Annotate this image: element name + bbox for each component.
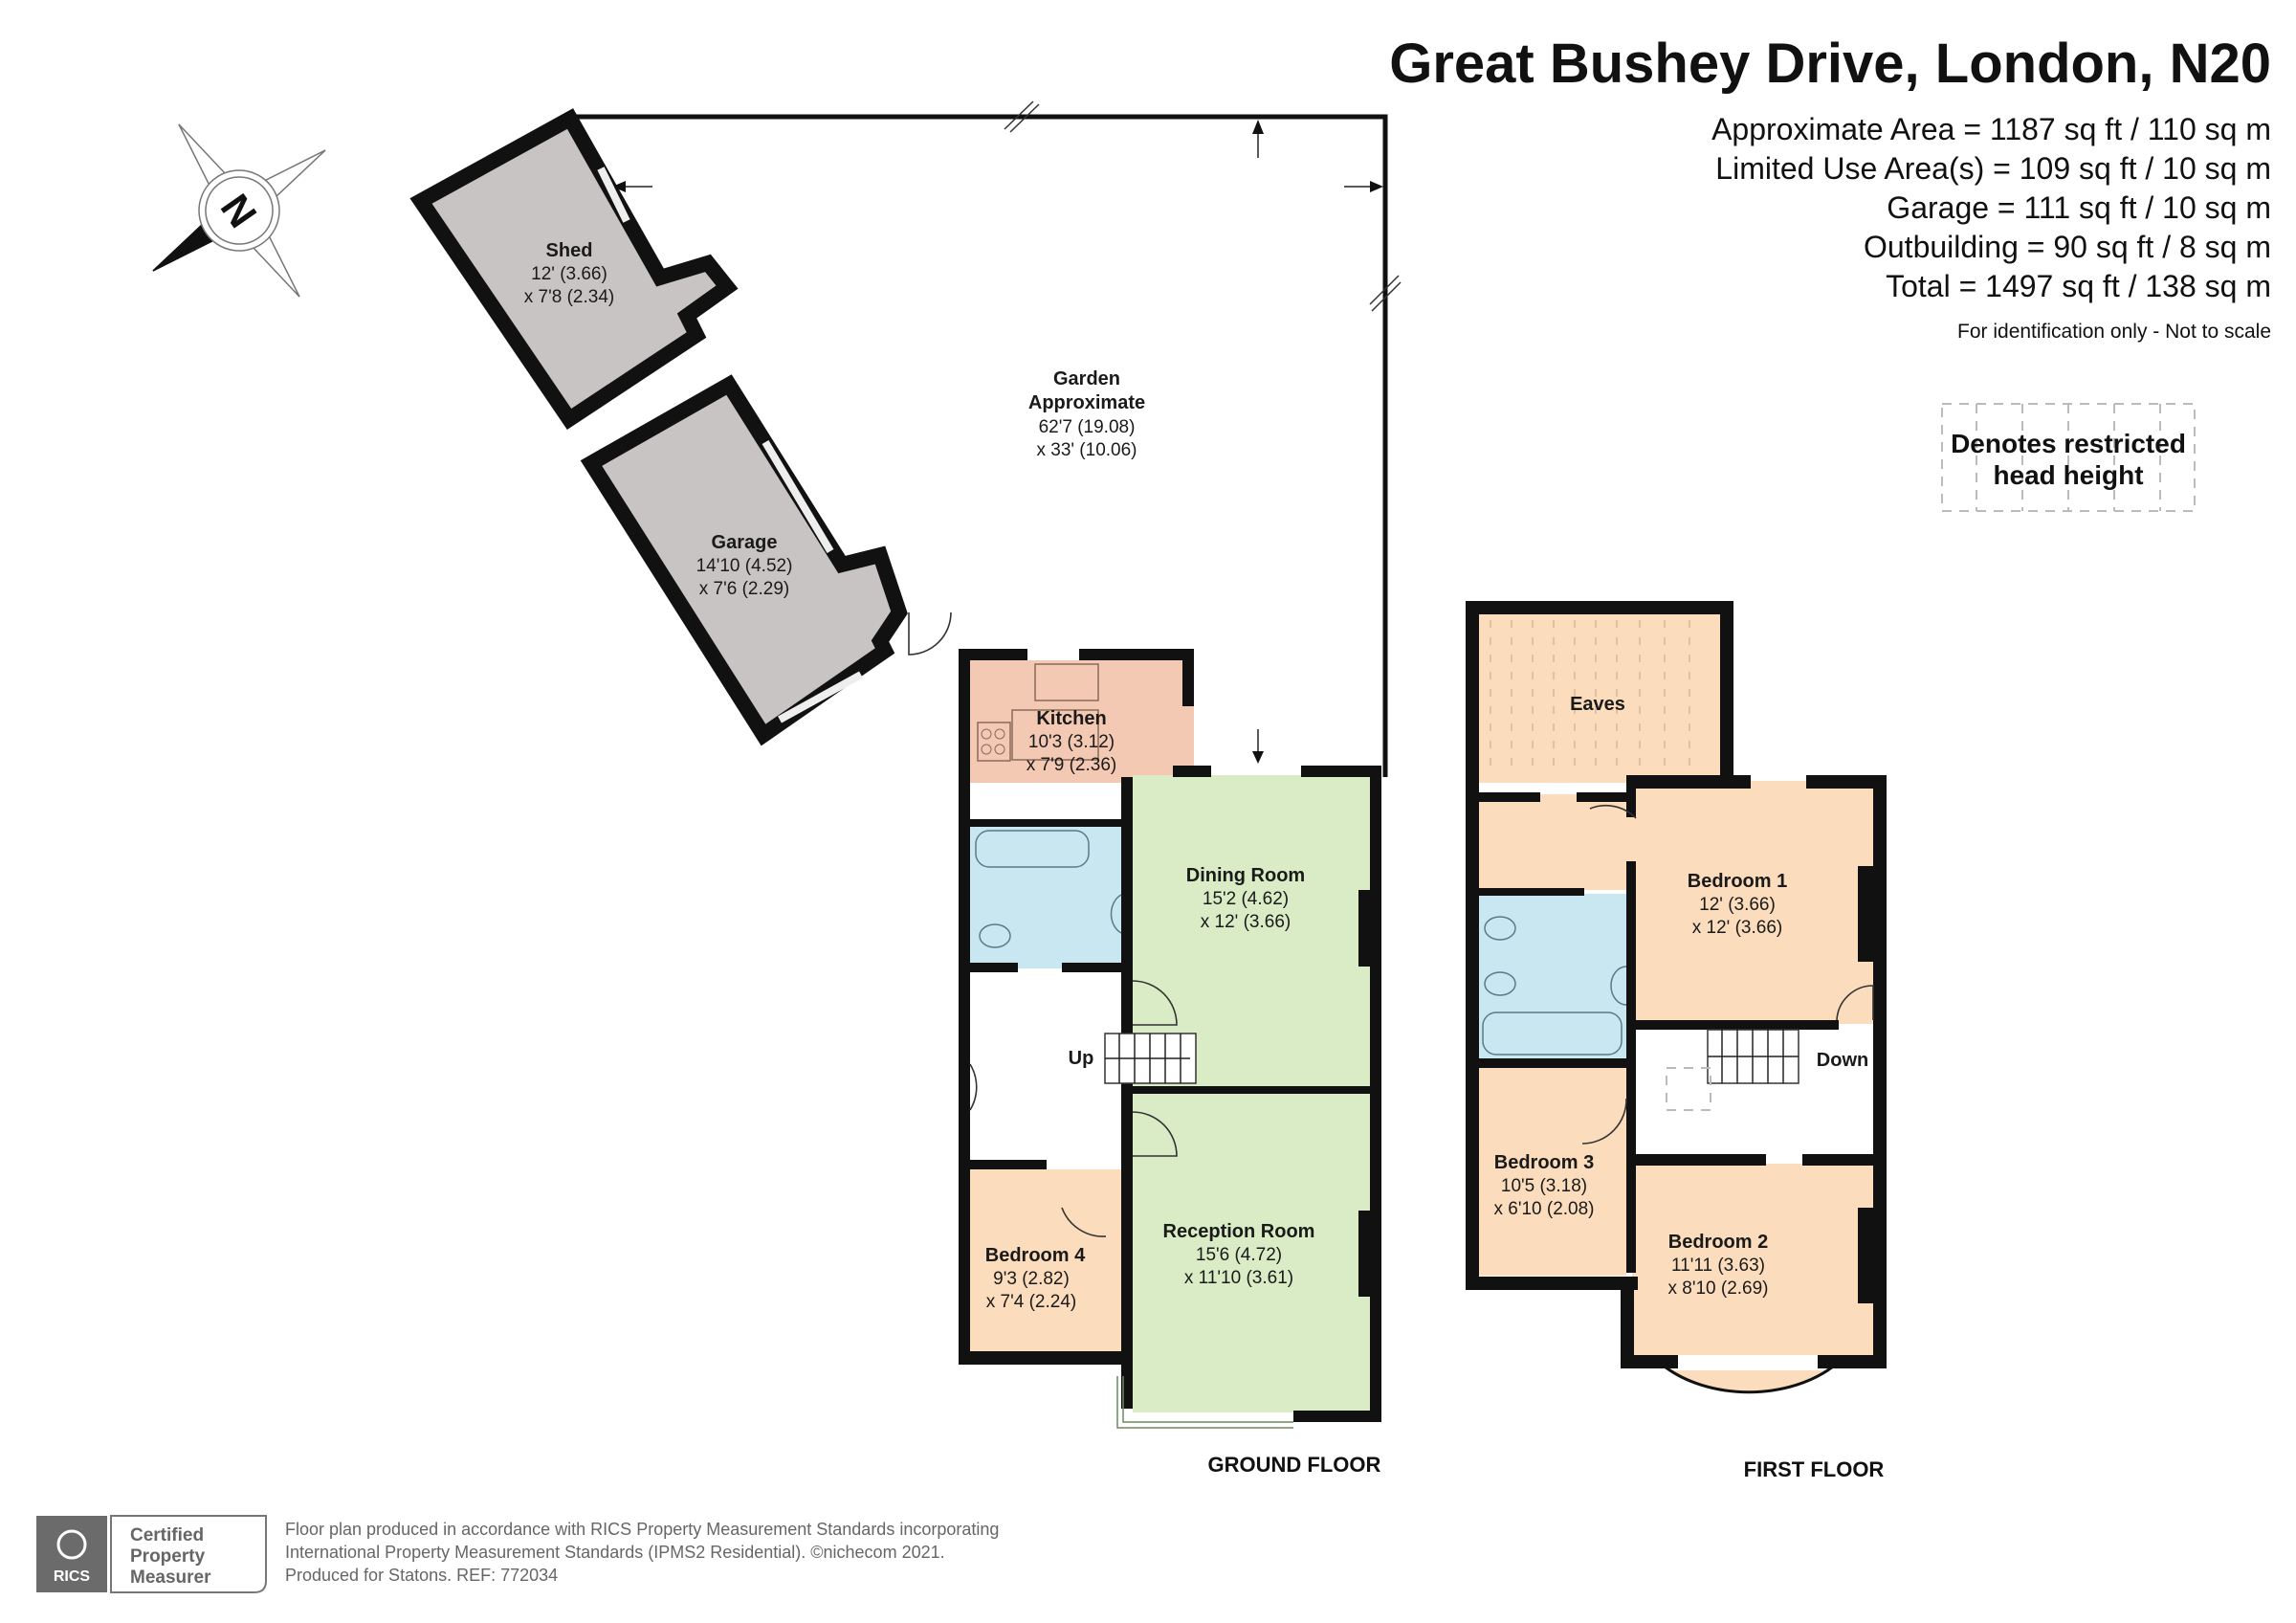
shed-dim-2: x 7'8 (2.34) <box>524 287 614 307</box>
legend-line-2: head height <box>1993 460 2143 490</box>
kitchen-room <box>970 660 1194 783</box>
eaves-label: Eaves <box>1570 694 1625 715</box>
garden-dim-1: 62'7 (19.08) <box>1039 417 1136 437</box>
bedroom-1 <box>1626 781 1873 1024</box>
badge-line-2: Property <box>130 1546 206 1567</box>
footer-line-2: International Property Measurement Stand… <box>285 1543 945 1562</box>
garage-dim-2: x 7'6 (2.29) <box>699 579 789 599</box>
reception-dim-1: 15'6 (4.72) <box>1196 1245 1282 1265</box>
badge-line-1: Certified <box>130 1525 204 1545</box>
garden-dim-2: x 33' (10.06) <box>1036 440 1137 460</box>
hallway <box>970 968 1123 1160</box>
garden-area: Garden Approximate 62'7 (19.08) x 33' (1… <box>570 100 1402 777</box>
garage-label: Garage <box>712 532 778 553</box>
footer: RICS Certified Property Measurer Floor p… <box>36 1515 999 1593</box>
dining-dim-1: 15'2 (4.62) <box>1203 889 1289 909</box>
bedroom1-dim-2: x 12' (3.66) <box>1692 918 1782 938</box>
ground-stairs: Up <box>1069 1033 1197 1084</box>
first-stairs: Down <box>1666 1029 1868 1111</box>
bedroom2-dim-1: 11'11 (3.63) <box>1671 1256 1765 1276</box>
stairs-up-label: Up <box>1069 1048 1094 1069</box>
bedroom4-label: Bedroom 4 <box>985 1245 1086 1266</box>
bedroom-3 <box>1479 1067 1626 1276</box>
restricted-height-legend: Denotes restricted head height <box>1941 403 2196 512</box>
reception-room <box>1133 1091 1372 1412</box>
area-total: Total = 1497 sq ft / 138 sq m <box>1886 269 2271 303</box>
area-limited-use: Limited Use Area(s) = 109 sq ft / 10 sq … <box>1715 151 2271 186</box>
garage: Garage 14'10 (4.52) x 7'6 (2.29) <box>580 374 952 746</box>
area-approximate: Approximate Area = 1187 sq ft / 110 sq m <box>1711 112 2271 146</box>
bathroom <box>970 825 1123 968</box>
bedroom1-label: Bedroom 1 <box>1688 871 1787 892</box>
rics-certified-badge: RICS Certified Property Measurer <box>36 1515 267 1593</box>
dining-label: Dining Room <box>1186 865 1305 886</box>
bedroom2-label: Bedroom 2 <box>1668 1232 1768 1253</box>
first-floor-label: FIRST FLOOR <box>1744 1457 1885 1481</box>
dining-dim-2: x 12' (3.66) <box>1201 912 1291 932</box>
scale-disclaimer: For identification only - Not to scale <box>1957 321 2271 343</box>
kitchen-dim-2: x 7'9 (2.36) <box>1027 755 1116 775</box>
badge-line-3: Measurer <box>130 1567 211 1588</box>
garden-label-2: Approximate <box>1028 392 1145 413</box>
bedroom4-dim-1: 9'3 (2.82) <box>993 1269 1070 1289</box>
shed: Shed 12' (3.66) x 7'8 (2.34) <box>409 108 739 431</box>
first-bathroom <box>1479 894 1626 1058</box>
area-garage: Garage = 111 sq ft / 10 sq m <box>1887 190 2271 225</box>
north-compass-icon: N <box>152 123 326 298</box>
bedroom2-dim-2: x 8'10 (2.69) <box>1667 1278 1768 1299</box>
legend-line-1: Denotes restricted <box>1951 429 2186 458</box>
bedroom1-dim-1: 12' (3.66) <box>1699 895 1776 915</box>
bedroom3-label: Bedroom 3 <box>1494 1152 1594 1173</box>
bedroom3-dim-2: x 6'10 (2.08) <box>1493 1199 1594 1219</box>
footer-line-3: Produced for Statons. REF: 772034 <box>285 1566 558 1585</box>
shed-label: Shed <box>546 240 593 261</box>
property-title: Great Bushey Drive, London, N20 <box>1389 33 2271 95</box>
garage-dim-1: 14'10 (4.52) <box>696 556 793 576</box>
shed-dim-1: 12' (3.66) <box>531 264 607 284</box>
reception-dim-2: x 11'10 (3.61) <box>1184 1268 1293 1288</box>
kitchen-label: Kitchen <box>1036 708 1106 729</box>
bedroom-4 <box>970 1169 1123 1351</box>
footer-line-1: Floor plan produced in accordance with R… <box>285 1520 999 1539</box>
bedroom-2 <box>1632 1164 1873 1355</box>
header: Great Bushey Drive, London, N20 Approxim… <box>1389 33 2271 343</box>
rics-lion-icon <box>56 1529 87 1560</box>
ground-floor-plan: Up Kitchen 10'3 (3.12) x 7'9 (2.36) Dini… <box>959 649 1381 1477</box>
area-outbuilding: Outbuilding = 90 sq ft / 8 sq m <box>1864 230 2271 264</box>
bedroom4-dim-2: x 7'4 (2.24) <box>986 1292 1076 1312</box>
stairs-down-label: Down <box>1817 1050 1868 1071</box>
rics-logo-text: RICS <box>54 1568 91 1585</box>
garden-label: Garden <box>1053 368 1120 389</box>
ground-floor-label: GROUND FLOOR <box>1208 1453 1381 1477</box>
bedroom3-dim-1: 10'5 (3.18) <box>1501 1176 1587 1196</box>
kitchen-dim-1: 10'3 (3.12) <box>1028 732 1115 752</box>
first-floor-plan: Down Eaves Bedroom 1 12' (3.66) x 12' (3… <box>1466 601 1887 1481</box>
eaves-room <box>1479 614 1720 783</box>
reception-label: Reception Room <box>1163 1221 1315 1242</box>
